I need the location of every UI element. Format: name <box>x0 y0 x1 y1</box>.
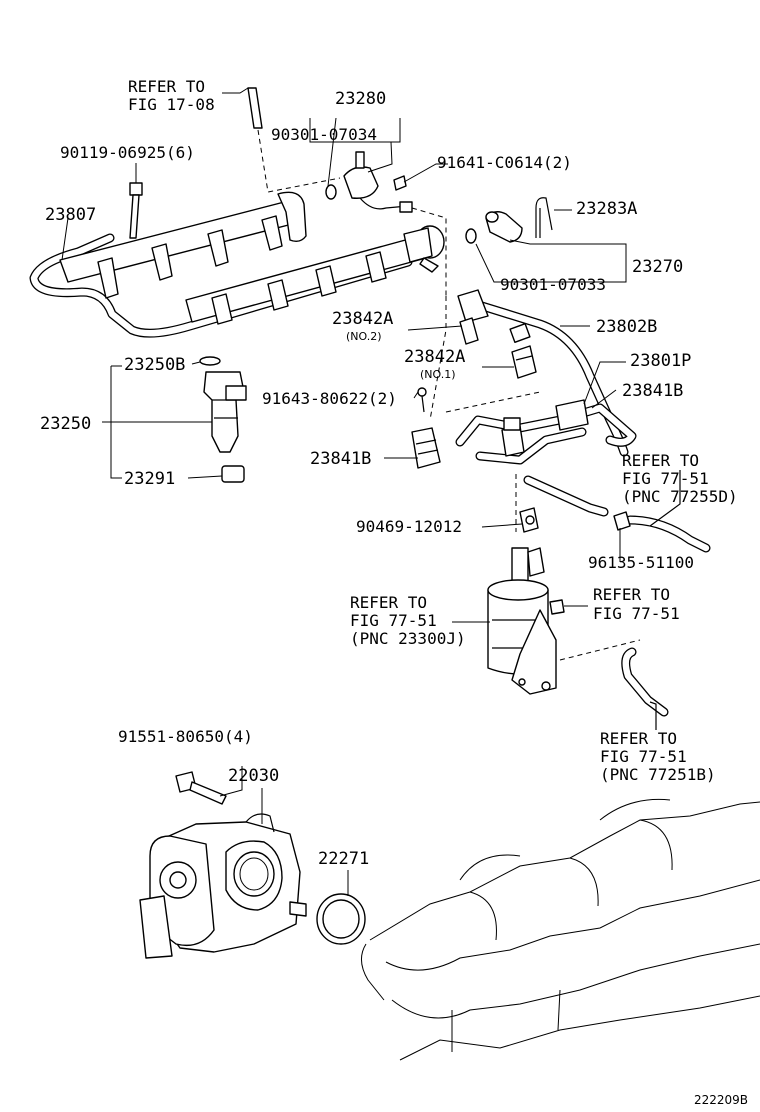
label-91643-80622: 91643-80622(2) <box>262 389 397 408</box>
label-refer-7751-line2: FIG 77-51 <box>593 604 680 623</box>
diagram-code: 222209B <box>694 1093 748 1107</box>
leader-lines <box>61 87 627 896</box>
label-refer-17-08-line1: REFER TO <box>128 77 205 96</box>
label-refer-23300j-line1: REFER TO <box>350 593 427 612</box>
label-no1: (NO.1) <box>420 368 456 381</box>
fuel-delivery-pipe <box>29 191 445 338</box>
label-22271: 22271 <box>318 849 369 869</box>
fuel-injector <box>199 356 247 483</box>
label-96135-51100: 96135-51100 <box>588 553 694 572</box>
label-refer-77255d-line1: REFER TO <box>622 451 699 470</box>
label-90301-07033: 90301-07033 <box>500 275 606 294</box>
clip-23842a-no1 <box>511 345 537 379</box>
label-23280: 23280 <box>335 89 386 109</box>
vacuum-switching-valve <box>465 197 553 244</box>
label-23270: 23270 <box>632 257 683 277</box>
label-no2: (NO.2) <box>346 330 382 343</box>
refer-pipe-17-08 <box>247 87 341 193</box>
fuel-pipe-assy <box>429 296 637 465</box>
label-90119-06925: 90119-06925(6) <box>60 143 195 162</box>
label-23291: 23291 <box>124 469 175 489</box>
label-23841b-left: 23841B <box>310 449 371 469</box>
label-refer-17-08-line2: FIG 17-08 <box>128 95 215 114</box>
bracket-23841b <box>411 387 441 469</box>
label-refer-77255d-line2: FIG 77-51 <box>622 469 709 488</box>
label-refer-7751-line1: REFER TO <box>593 585 670 604</box>
label-23283a: 23283A <box>576 199 637 219</box>
bolt-90119 <box>129 182 143 239</box>
label-23807: 23807 <box>45 205 96 225</box>
label-23801p: 23801P <box>630 351 691 371</box>
label-22030: 22030 <box>228 766 279 786</box>
label-23250: 23250 <box>40 414 91 434</box>
label-23842a-no1: 23842A <box>404 347 465 367</box>
label-23250b: 23250B <box>124 355 185 375</box>
throttle-body <box>139 813 307 959</box>
label-23841b-right: 23841B <box>622 381 683 401</box>
canister-hose <box>515 474 609 533</box>
label-90301-07034: 90301-07034 <box>271 125 377 144</box>
hose-77251b <box>621 647 669 730</box>
pulsation-damper <box>325 151 447 296</box>
charcoal-canister <box>487 547 641 695</box>
label-refer-77251b-line3: (PNC 77251B) <box>600 765 716 784</box>
label-23802b: 23802B <box>596 317 657 337</box>
gasket-22271 <box>316 893 366 945</box>
label-refer-23300j-line3: (PNC 23300J) <box>350 629 466 648</box>
bolt-91551 <box>175 771 227 805</box>
label-refer-77251b-line1: REFER TO <box>600 729 677 748</box>
label-refer-77251b-line2: FIG 77-51 <box>600 747 687 766</box>
label-91641-c0614: 91641-C0614(2) <box>437 153 572 172</box>
hose-96135 <box>613 470 711 553</box>
label-refer-77255d-line3: (PNC 77255D) <box>622 487 738 506</box>
label-90469-12012: 90469-12012 <box>356 517 462 536</box>
label-refer-23300j-line2: FIG 77-51 <box>350 611 437 630</box>
intake-manifold <box>361 798 760 1061</box>
label-23842a-no2: 23842A <box>332 309 393 329</box>
label-91551-80650: 91551-80650(4) <box>118 727 253 746</box>
